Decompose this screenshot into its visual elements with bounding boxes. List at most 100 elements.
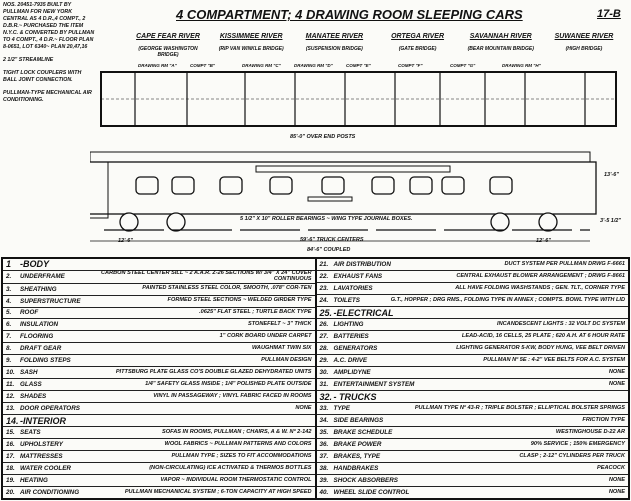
notes-block: NOS. 20451-7935 BUILT BY PULLMAN FOR NEW… bbox=[3, 2, 95, 110]
plan-room-label: COMPT "E" bbox=[346, 63, 371, 68]
item-value: NONE bbox=[608, 476, 625, 483]
item-value: DUCT SYSTEM PER PULLMAN DRWG F-6661 bbox=[504, 260, 625, 267]
item-label: TYPE bbox=[333, 405, 350, 412]
car-name: MANATEE RIVER bbox=[305, 33, 364, 40]
note: TIGHT LOCK COUPLERS WITH BALL JOINT CONN… bbox=[3, 70, 82, 83]
car-subtitle: (RIP VAN WINKLE BRIDGE) bbox=[218, 46, 284, 52]
window bbox=[489, 176, 513, 195]
page-title: 4 COMPARTMENT; 4 DRAWING ROOM SLEEPING C… bbox=[176, 7, 523, 22]
item-value: CARBON STEEL CENTER SILL ~ 2 A.A.R. Z-26… bbox=[101, 269, 312, 282]
item-label: SUPERSTRUCTURE bbox=[20, 297, 81, 305]
item-label: BATTERIES bbox=[333, 333, 369, 340]
item-number: 38. bbox=[319, 465, 329, 472]
item-value: PULLMAN TYPE ; SIZES TO FIT ACCOMMODATIO… bbox=[171, 452, 312, 459]
car-name: KISSIMMEE RIVER bbox=[219, 33, 283, 40]
car-name-entry: MANATEE RIVER (SUSPENSION BRIDGE) bbox=[294, 33, 374, 58]
side-elevation bbox=[90, 151, 597, 242]
item-number: 7. bbox=[6, 333, 12, 341]
item-number: 3. bbox=[6, 285, 12, 293]
window bbox=[371, 176, 395, 195]
item-label: AIR DISTRIBUTION bbox=[333, 261, 391, 268]
item-label: INSULATION bbox=[20, 321, 59, 329]
item-number: 26. bbox=[319, 321, 329, 328]
window bbox=[135, 176, 159, 195]
item-label: GLASS bbox=[20, 381, 42, 389]
car-name: SAVANNAH RIVER bbox=[469, 33, 532, 40]
item-label: UPHOLSTERY bbox=[20, 441, 63, 449]
item-label: FOLDING STEPS bbox=[20, 357, 71, 365]
item-label: SHEATHING bbox=[20, 285, 57, 293]
table-row: 29. A.C. DRIVE PULLMAN Nº 5E : 4-2" VEE BE… bbox=[316, 355, 628, 367]
item-label: ROOF bbox=[20, 309, 39, 317]
plan-room-label: DRAWING RM "A" bbox=[138, 63, 177, 68]
item-label: SHOCK ABSORBERS bbox=[333, 477, 399, 484]
item-label: HANDBRAKES bbox=[333, 465, 379, 472]
item-number: 19. bbox=[6, 477, 15, 485]
item-value: PAINTED STAINLESS STEEL COLOR, SMOOTH, .… bbox=[142, 285, 312, 292]
height-dimension: 13'-6" bbox=[604, 172, 619, 178]
item-value: SOFAS IN ROOMS, PULLMAN ; CHAIRS, A & W.… bbox=[162, 428, 312, 435]
item-label: DRAFT GEAR bbox=[20, 345, 62, 353]
item-number: 40. bbox=[319, 489, 329, 496]
item-value: PULLMAN Nº 5E : 4-2" VEE BELTS FOR A.C. … bbox=[483, 356, 625, 363]
window bbox=[321, 176, 345, 195]
sheet-number: 17-B bbox=[597, 8, 621, 20]
table-row: 18.WATER COOLER(NON-CIRCULATING) ICE ACT… bbox=[3, 463, 315, 476]
item-value: CENTRAL EXHAUST BLOWER ARRANGEMENT ; DRW… bbox=[456, 272, 625, 279]
item-value: FRICTION TYPE bbox=[582, 416, 625, 423]
item-value: STONEFELT ~ 3" THICK bbox=[247, 321, 312, 328]
item-label: AIR CONDITIONING bbox=[20, 489, 80, 497]
item-value: 1" CORK BOARD UNDER CARPET bbox=[219, 333, 312, 340]
item-label: A.C. DRIVE bbox=[333, 357, 368, 364]
plan-room-label: DRAWING RM "C" bbox=[242, 63, 281, 68]
item-value: WOOL FABRICS ~ PULLMAN PATTERNS AND COLO… bbox=[164, 440, 312, 447]
item-number: 37. bbox=[319, 453, 329, 460]
item-value: PULLMAN MECHANICAL SYSTEM ; 6-TON CAPACI… bbox=[124, 488, 312, 495]
item-number: 29. bbox=[319, 357, 329, 364]
car-name: SUWANEE RIVER bbox=[554, 33, 614, 40]
item-label: -ELECTRICAL bbox=[333, 307, 394, 318]
item-label: UNDERFRAME bbox=[20, 273, 65, 281]
item-number: 10. bbox=[6, 369, 15, 377]
item-number: 30. bbox=[319, 369, 329, 376]
item-label: GENERATORS bbox=[333, 345, 378, 352]
item-number: 21. bbox=[319, 261, 329, 268]
item-value: G.T., HOPPER ; DRG RMS., FOLDING TYPE IN… bbox=[390, 296, 625, 303]
car-subtitle: (SUSPENSION BRIDGE) bbox=[305, 46, 363, 52]
item-number: 9. bbox=[6, 357, 12, 365]
car-subtitle: (GATE BRIDGE) bbox=[398, 46, 437, 52]
item-label: HEATING bbox=[20, 477, 48, 485]
item-number: 11. bbox=[6, 381, 15, 389]
item-number: 12. bbox=[6, 393, 15, 401]
item-value: PEACOCK bbox=[597, 464, 625, 471]
item-label: BRAKE SCHEDULE bbox=[333, 429, 393, 436]
item-value: 1/4" SAFETY GLASS INSIDE ; 1/4" POLISHED… bbox=[145, 380, 312, 387]
item-label: BRAKES, TYPE bbox=[333, 453, 381, 460]
item-number: 2. bbox=[6, 273, 12, 281]
section-header: 32.- TRUCKS bbox=[316, 391, 628, 403]
item-number: 16. bbox=[6, 441, 15, 449]
car-names: CAPE FEAR RIVER(GEORGE WASHINGTON BRIDGE… bbox=[128, 33, 624, 58]
truck-centers-dimension: 59'-6" TRUCK CENTERS bbox=[300, 237, 364, 243]
plan-room-label: COMPT "F" bbox=[398, 63, 423, 68]
item-number: 25. bbox=[319, 307, 333, 318]
table-row: 2. UNDERFRAME CARBON STEEL CENTER SILL ~ 2… bbox=[3, 269, 315, 284]
plan-room-label: COMPT "B" bbox=[190, 63, 216, 68]
note: NOS. 20451-7935 BUILT BY PULLMAN FOR NEW… bbox=[3, 2, 95, 50]
item-number: 13. bbox=[6, 405, 15, 413]
